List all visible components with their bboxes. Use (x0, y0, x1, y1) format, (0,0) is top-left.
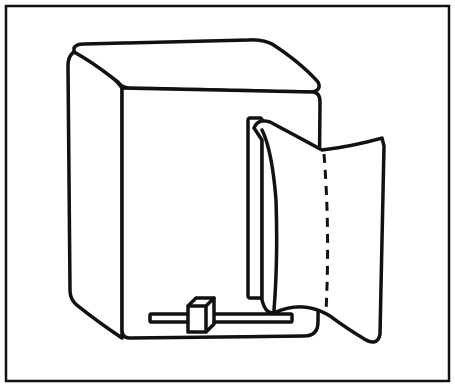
box-left-face (68, 52, 122, 338)
slider-handle-icon (188, 298, 214, 332)
